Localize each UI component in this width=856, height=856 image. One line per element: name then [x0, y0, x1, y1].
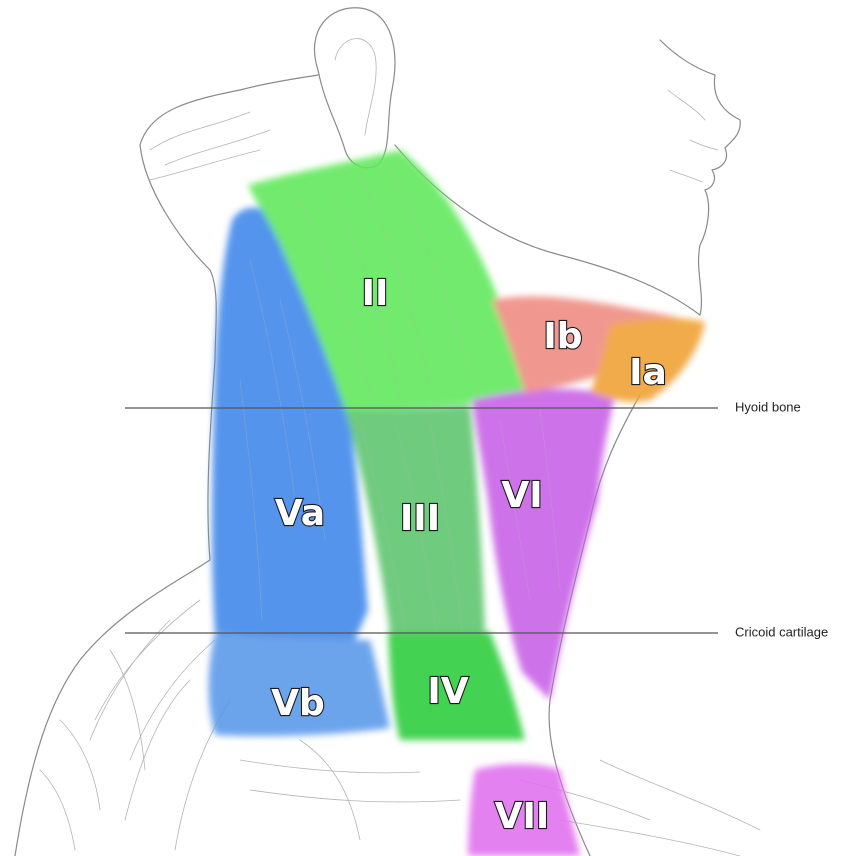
level-ia-label: Ia [629, 352, 667, 393]
hyoid-bone-label: Hyoid bone [735, 399, 801, 414]
level-vii-label: VII [495, 796, 550, 837]
head-outline [140, 75, 318, 145]
level-vi-label: VI [501, 475, 542, 516]
level-ii-label: II [362, 273, 389, 314]
shoulder-outline [15, 360, 215, 856]
level-vb-label: Vb [271, 683, 325, 724]
level-iv-label: IV [427, 671, 468, 712]
cricoid-cartilage-label: Cricoid cartilage [735, 624, 828, 639]
ear-outline [314, 8, 394, 168]
face-profile [660, 40, 740, 315]
level-va-label: Va [275, 493, 325, 534]
level-iii-label: III [400, 498, 440, 539]
level-ib-label: Ib [543, 316, 582, 357]
